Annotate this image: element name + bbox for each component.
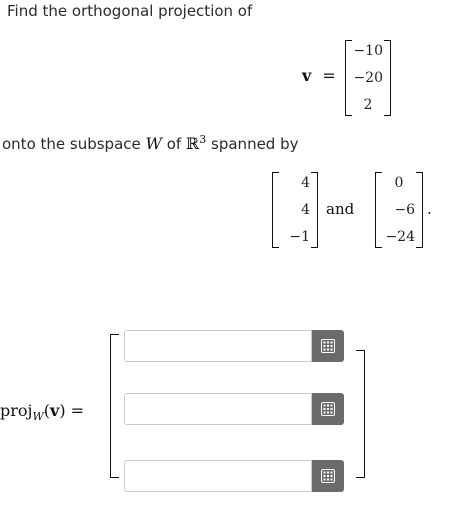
question-intro: Find the orthogonal projection of — [7, 2, 253, 20]
projection-label: projW(v)= — [0, 401, 84, 423]
proj-subscript-W: W — [32, 410, 44, 424]
answer-input-1[interactable] — [124, 330, 312, 362]
keypad-button-3[interactable] — [312, 460, 344, 492]
subspace-W: W — [145, 134, 162, 153]
v-equation-label: v = — [302, 66, 336, 85]
answer-left-bracket — [110, 334, 119, 478]
keypad-icon — [321, 402, 335, 416]
keypad-button-2[interactable] — [312, 393, 344, 425]
equals-sign: = — [322, 66, 336, 85]
v-entry-3: 2 — [363, 97, 373, 113]
subspace-text-b: of — [161, 135, 186, 153]
subspace-text-a: onto the subspace — [2, 135, 146, 153]
answer-right-bracket — [356, 350, 365, 478]
left-bracket — [272, 172, 279, 248]
u2-entry-1: 0 — [394, 175, 404, 191]
spanning-vector-2: 0 −6 −24 — [375, 172, 423, 248]
answer-row-1 — [124, 330, 344, 362]
v-entry-1: −10 — [353, 43, 383, 59]
right-bracket — [416, 172, 423, 248]
v-symbol: v — [302, 66, 312, 85]
and-text: and — [326, 200, 355, 218]
close-paren: ) — [59, 401, 66, 420]
open-paren: ( — [43, 401, 51, 420]
answer-input-2[interactable] — [124, 393, 312, 425]
right-bracket — [384, 40, 391, 116]
left-bracket — [345, 40, 352, 116]
subspace-sentence: onto the subspace W of ℝ3 spanned by — [2, 133, 299, 153]
u1-entry-2: 4 — [301, 202, 310, 218]
real-numbers-exponent: 3 — [199, 133, 207, 146]
spanning-vector-1: 4 4 −1 — [272, 172, 318, 248]
left-bracket — [375, 172, 382, 248]
proj-text: proj — [0, 401, 33, 420]
v-vector: −10 −20 2 — [345, 40, 391, 116]
keypad-icon — [321, 469, 335, 483]
u2-entry-2: −6 — [394, 202, 415, 218]
keypad-icon — [321, 339, 335, 353]
u1-entry-1: 4 — [301, 175, 310, 191]
u1-entry-3: −1 — [289, 229, 310, 245]
proj-equals: = — [70, 401, 84, 420]
right-bracket — [311, 172, 318, 248]
v-entry-2: −20 — [353, 70, 383, 86]
answer-row-2 — [124, 393, 344, 425]
subspace-text-c: spanned by — [206, 135, 299, 153]
u2-entry-3: −24 — [385, 229, 415, 245]
answer-row-3 — [124, 460, 344, 492]
answer-input-3[interactable] — [124, 460, 312, 492]
proj-v: v — [50, 401, 60, 420]
period: . — [427, 200, 432, 218]
keypad-button-1[interactable] — [312, 330, 344, 362]
real-numbers-symbol: ℝ — [185, 134, 200, 153]
